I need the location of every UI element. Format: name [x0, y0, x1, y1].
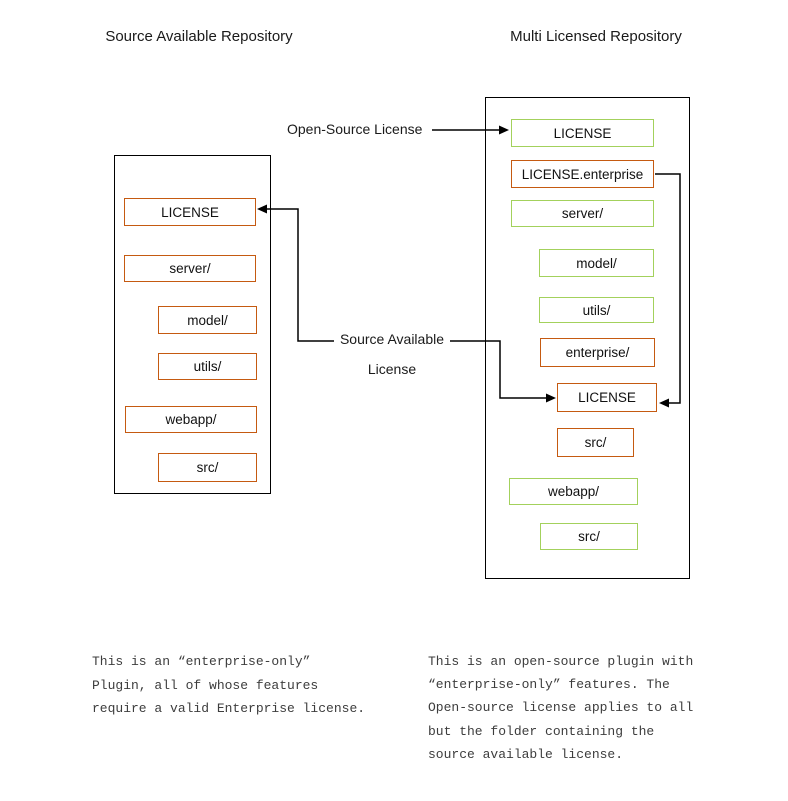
open-source-license-label: Open-Source License	[287, 121, 423, 137]
caption-line: but the folder containing the	[428, 723, 655, 739]
right-box-server: server/	[511, 200, 654, 227]
right-box-utils: utils/	[539, 297, 654, 323]
caption-line: This is an open-source plugin with	[428, 654, 694, 669]
left-repo-title: Source Available Repository	[105, 28, 293, 45]
source-available-label-line2: License	[367, 361, 417, 377]
caption-line: This is an “enterprise-only”	[92, 654, 311, 669]
caption-line: “enterprise-only” features. The	[428, 677, 670, 693]
right-box-license: LICENSE	[557, 383, 657, 412]
right-box-license-enterprise: LICENSE.enterprise	[511, 160, 654, 188]
left-box-server: server/	[124, 255, 256, 282]
caption-line: Plugin, all of whose features	[92, 677, 319, 693]
left-box-license: LICENSE	[124, 198, 256, 226]
right-box-model: model/	[539, 249, 654, 277]
right-caption: This is an open-source plugin with “enter…	[428, 650, 693, 766]
source-available-to-left-license-line	[267, 208, 334, 342]
source-available-label-line1: Source Available	[339, 331, 445, 347]
right-box-license: LICENSE	[511, 119, 654, 147]
right-box-src: src/	[557, 428, 634, 457]
caption-line: Open-source license applies to all	[428, 700, 694, 716]
right-box-src: src/	[540, 523, 638, 550]
caption-line: source available license.	[428, 746, 624, 762]
right-box-enterprise: enterprise/	[540, 338, 655, 367]
right-box-webapp: webapp/	[509, 478, 638, 505]
left-box-webapp: webapp/	[125, 406, 257, 433]
left-caption: This is an “enterprise-only” Plugin, all …	[92, 650, 365, 721]
left-box-model: model/	[158, 306, 257, 334]
caption-line: require a valid Enterprise license.	[92, 701, 366, 716]
left-box-utils: utils/	[158, 353, 257, 380]
right-repo-title: Multi Licensed Repository	[510, 28, 682, 45]
left-box-src: src/	[158, 453, 257, 482]
right-repo-container	[485, 97, 690, 579]
